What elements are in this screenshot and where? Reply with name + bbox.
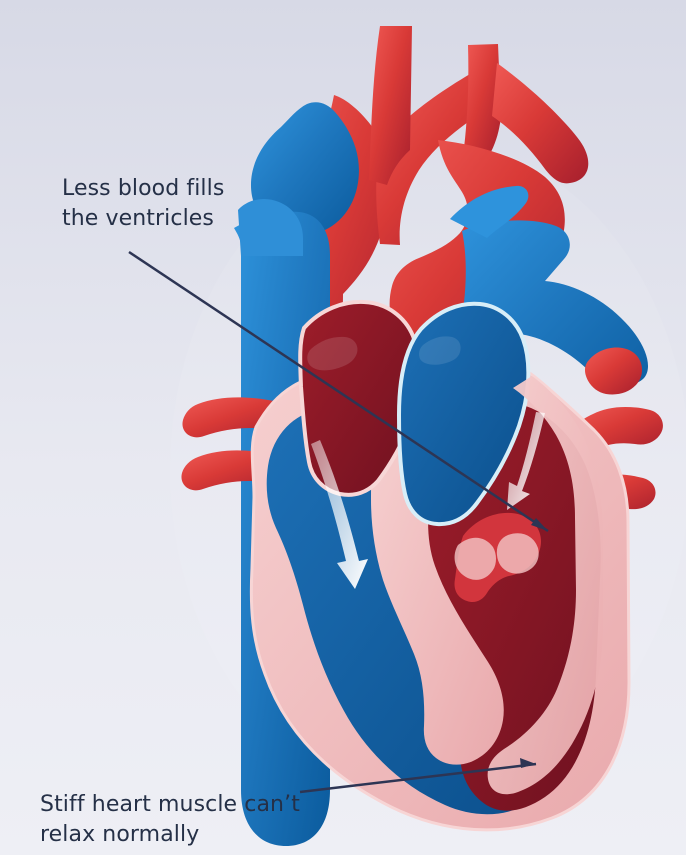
muscle-annotation-line-1: Stiff heart muscle can’t (40, 790, 300, 820)
ventricles-annotation-line-2: the ventricles (62, 204, 224, 234)
muscle-annotation-line-2: relax normally (40, 820, 300, 850)
muscle-annotation: Stiff heart muscle can’t relax normally (40, 790, 300, 850)
ventricles-annotation-line-1: Less blood fills (62, 174, 224, 204)
ventricles-annotation: Less blood fills the ventricles (62, 174, 224, 234)
